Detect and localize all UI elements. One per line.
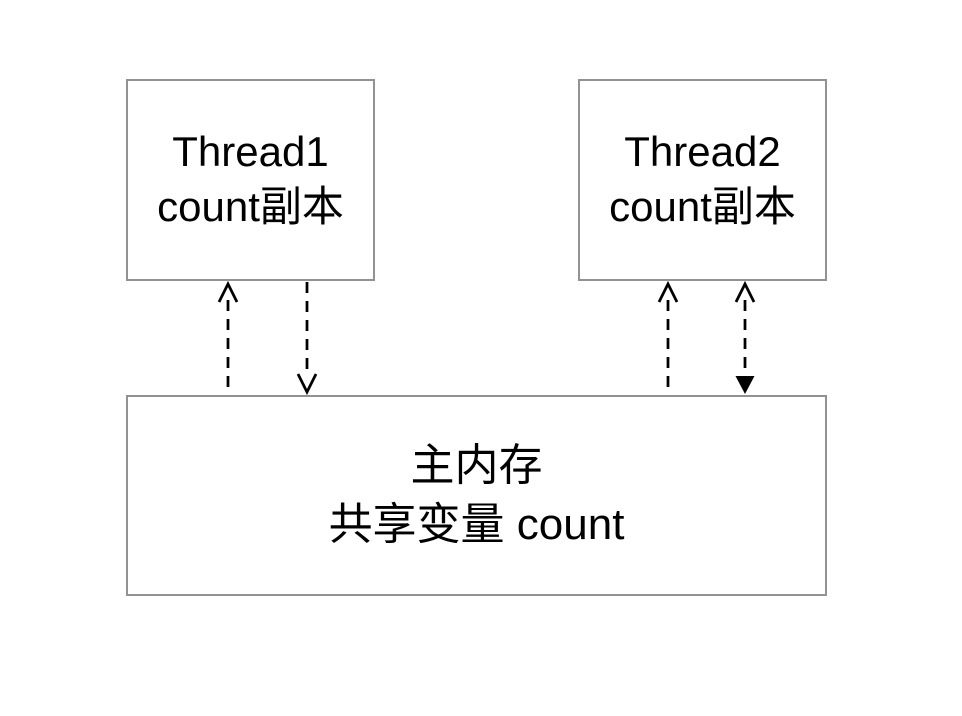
thread1-title: Thread1	[172, 128, 329, 176]
thread1-count-copy-label: count副本	[157, 183, 344, 230]
thread1-up-arrow-icon	[217, 280, 239, 394]
main-memory-title: 主内存	[410, 441, 543, 491]
thread2-box: Thread2 count副本	[578, 79, 827, 281]
thread1-down-arrow-icon	[296, 282, 318, 396]
thread1-box: Thread1 count副本	[126, 79, 375, 281]
main-memory-box: 主内存 共享变量 count	[126, 395, 827, 596]
thread2-count-copy-label: count副本	[609, 183, 796, 230]
thread2-up-arrow-icon	[657, 280, 679, 394]
thread2-title: Thread2	[624, 128, 781, 176]
shared-variable-label: 共享变量 count	[328, 499, 625, 549]
thread2-up-down-arrow-icon	[734, 280, 756, 394]
